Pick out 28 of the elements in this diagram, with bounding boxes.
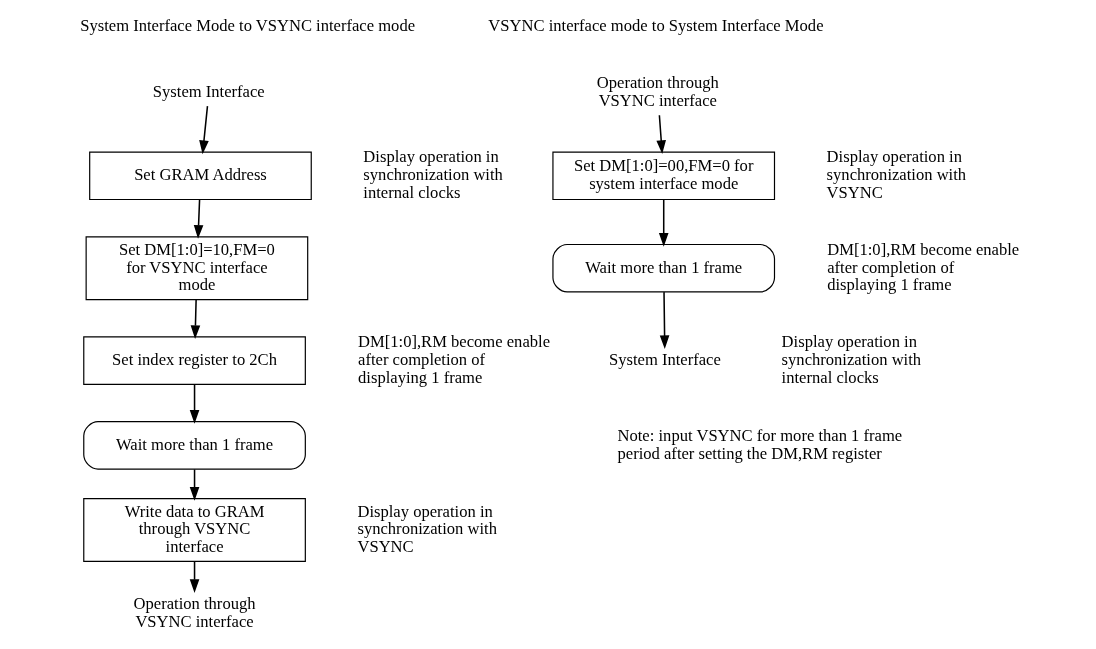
label: Display operation in synchronization with internal clocks	[362, 147, 503, 202]
arrow	[193, 198, 203, 239]
node-text: Operation through VSYNC interface	[596, 72, 719, 110]
label: Note: input VSYNC for more than 1 frame period after setting the DM,RM register	[617, 425, 902, 463]
node-box: Set DM[1:0]=00,FM=0 for system interface mode	[551, 151, 775, 201]
label: DM[1:0],RM become enable after completion of displaying 1 frame	[826, 239, 1019, 295]
arrow	[198, 105, 209, 155]
label: Display operation in synchronization with VSYNC	[826, 147, 966, 202]
node-box: Set index register to 2Ch	[82, 336, 306, 385]
node-box: Wait more than 1 frame	[551, 243, 775, 293]
node-box: Set GRAM Address	[88, 151, 312, 201]
node-box: Wait more than 1 frame	[82, 421, 306, 470]
node-box: Write data to GRAM through VSYNC interface	[82, 498, 306, 563]
node-text: System Interface	[608, 350, 721, 370]
node-text: Operation through VSYNC interface	[133, 594, 256, 631]
label: DM[1:0],RM become enable after completion of displaying 1 frame	[357, 332, 550, 387]
label: Display operation in synchronization with VSYNC	[356, 501, 497, 557]
label: VSYNC interface mode to System Interface Mode	[487, 15, 824, 35]
arrow	[658, 198, 669, 247]
arrow	[190, 299, 200, 339]
arrow	[189, 384, 199, 424]
arrow	[659, 291, 669, 350]
label: System Interface Mode to VSYNC interface mode	[79, 15, 415, 35]
arrow	[655, 114, 666, 154]
arrow	[189, 560, 199, 594]
node-text: System Interface	[152, 81, 265, 101]
label: Display operation in synchronization with internal clocks	[781, 332, 921, 387]
node-box: Set DM[1:0]=10,FM=0 for VSYNC interface mode	[85, 236, 308, 301]
